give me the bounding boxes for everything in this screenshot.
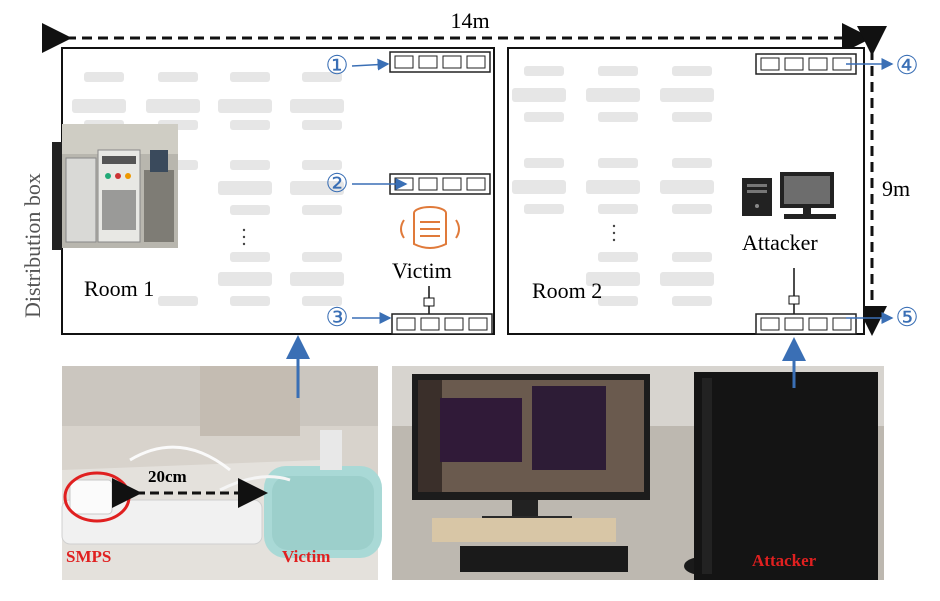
power-strip-5: [755, 313, 857, 335]
distribution-box-label: Distribution box: [20, 173, 45, 318]
victim-plug-icon: [423, 286, 435, 314]
attacker-plug-icon: [788, 268, 800, 314]
victim-photo-label: Victim: [282, 547, 330, 566]
distribution-box-photo: [52, 124, 178, 250]
height-label: 9m: [882, 176, 910, 201]
outlet-marker-3: ③: [325, 303, 348, 332]
attacker-label: Attacker: [742, 230, 818, 255]
room-1-furniture: [72, 72, 344, 306]
width-label: 14m: [450, 8, 489, 33]
room-2-label: Room 2: [532, 278, 602, 303]
distance-label: 20cm: [148, 467, 187, 486]
victim-speaker-icon: [400, 206, 460, 249]
outlet-marker-4: ④: [895, 51, 918, 80]
outlet-marker-1: ①: [325, 51, 348, 80]
room-1-label: Room 1: [84, 276, 154, 301]
power-strip-3: [391, 313, 493, 335]
outlet-marker-2: ②: [325, 169, 348, 198]
outlet-markers: ① ② ③ ④ ⑤: [325, 51, 918, 332]
power-strip-4: [755, 53, 857, 75]
victim-setup-photo: 20cm SMPS Victim: [61, 366, 382, 580]
attacker-setup-photo: Attacker: [392, 366, 884, 580]
attacker-photo-label: Attacker: [752, 551, 817, 570]
outlet-marker-5: ⑤: [895, 303, 918, 332]
attacker-computer-icon: [742, 172, 836, 219]
smps-label: SMPS: [66, 547, 111, 566]
victim-label: Victim: [392, 258, 452, 283]
power-strip-1: [389, 51, 491, 73]
room-2-furniture: [512, 66, 714, 306]
